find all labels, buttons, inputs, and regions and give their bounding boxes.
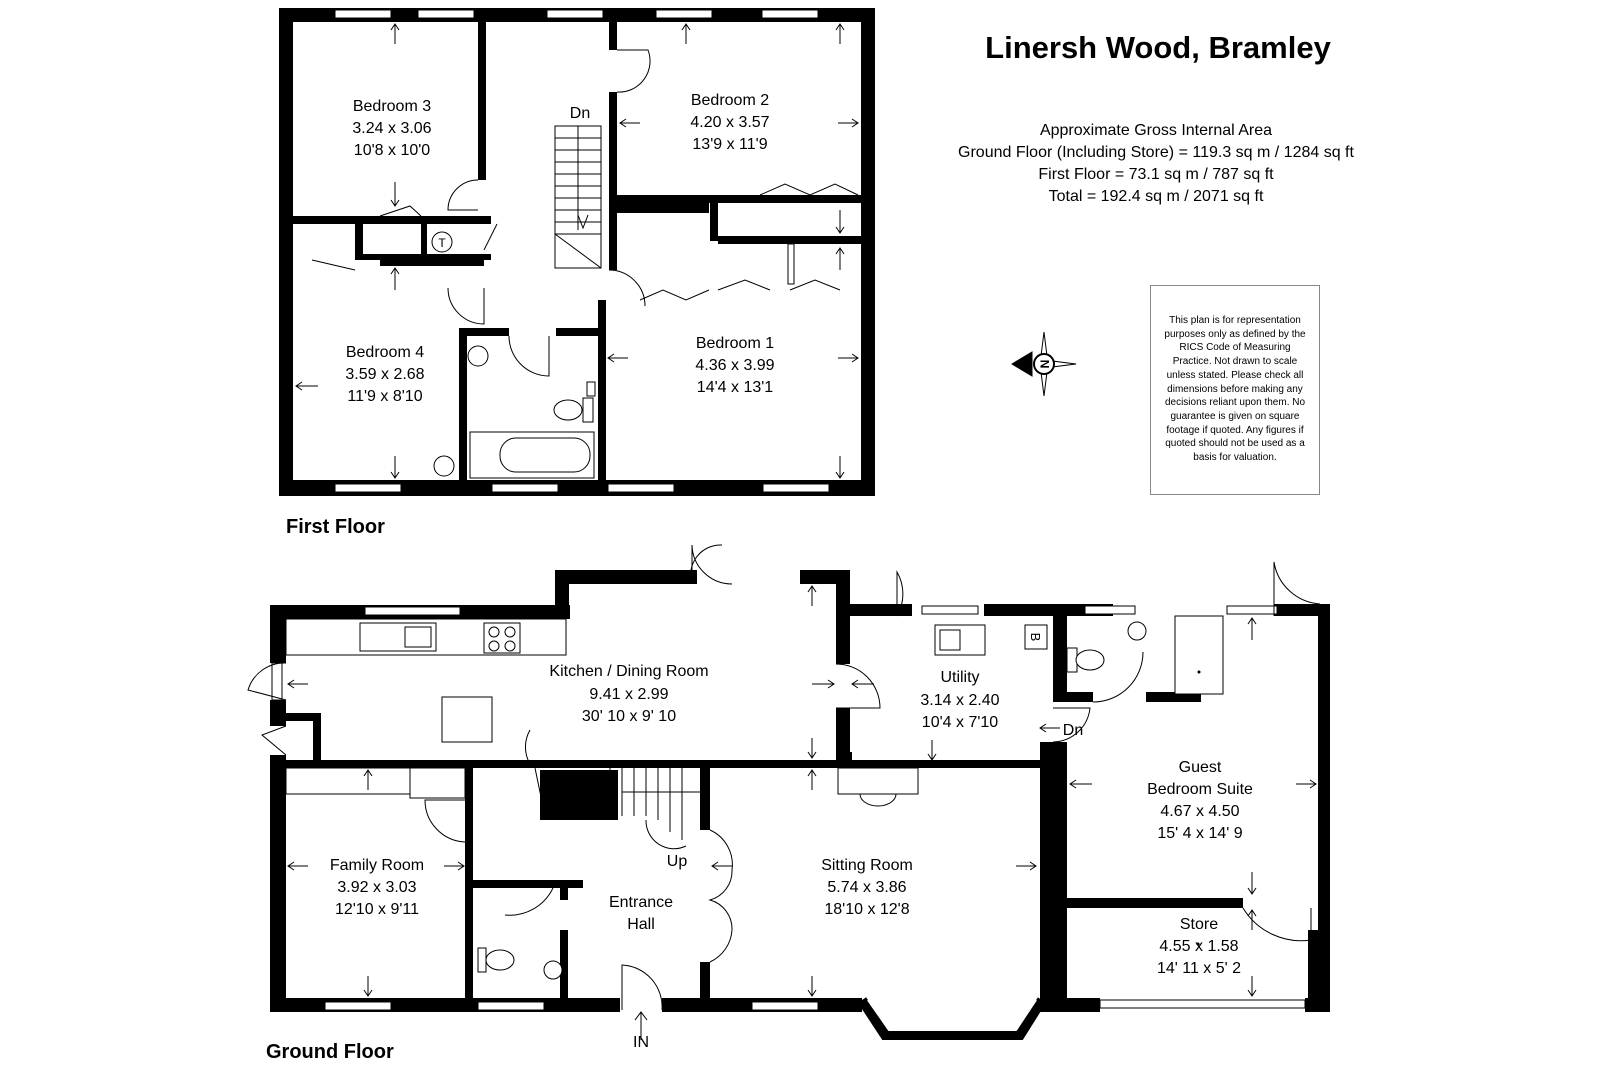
compass-icon: N: [1011, 331, 1077, 397]
first-floor-stairs-down-label: Dn: [570, 105, 590, 122]
area-ground-floor: Ground Floor (Including Store) = 119.3 s…: [958, 144, 1354, 161]
compass-north-label: N: [1038, 360, 1052, 369]
guest-name-line2: Bedroom Suite: [1147, 781, 1253, 798]
bedroom1-metric: 4.36 x 3.99: [695, 357, 774, 374]
property-title: Linersh Wood, Bramley: [985, 30, 1331, 65]
bedroom3-imperial: 10'8 x 10'0: [354, 142, 430, 159]
utility-metric: 3.14 x 2.40: [920, 692, 999, 709]
bedroom4-name: Bedroom 4: [346, 344, 424, 361]
sitting-room-metric: 5.74 x 3.86: [827, 879, 906, 896]
store-name: Store: [1180, 916, 1218, 933]
bedroom3-metric: 3.24 x 3.06: [352, 120, 431, 137]
bedroom4-metric: 3.59 x 2.68: [345, 366, 424, 383]
family-room-metric: 3.92 x 3.03: [337, 879, 416, 896]
sitting-room-name: Sitting Room: [821, 857, 913, 874]
bedroom1-name: Bedroom 1: [696, 335, 774, 352]
utility-imperial: 10'4 x 7'10: [922, 714, 998, 731]
water-tank-icon: [431, 231, 453, 253]
area-total: Total = 192.4 sq m / 2071 sq ft: [1049, 188, 1264, 205]
store-imperial: 14' 11 x 5' 2: [1157, 960, 1241, 977]
entrance-in-label: IN: [633, 1034, 649, 1051]
disclaimer-box: This plan is for representation purposes…: [1150, 285, 1320, 495]
guest-imperial: 15' 4 x 14' 9: [1157, 825, 1242, 842]
bedroom1-imperial: 14'4 x 13'1: [697, 379, 773, 396]
bedroom2-metric: 4.20 x 3.57: [690, 114, 769, 131]
tank-label: T: [438, 236, 446, 250]
utility-name: Utility: [940, 669, 979, 686]
guest-metric: 4.67 x 4.50: [1160, 803, 1239, 820]
kitchen-metric: 9.41 x 2.99: [589, 686, 668, 703]
ground-floor-plan: [247, 544, 1330, 1040]
kitchen-imperial: 30' 10 x 9' 10: [582, 708, 676, 725]
utility-stairs-down-label: Dn: [1063, 722, 1083, 739]
family-room-imperial: 12'10 x 9'11: [335, 901, 419, 918]
guest-name-line1: Guest: [1179, 759, 1222, 776]
stairs-up-label: Up: [667, 853, 688, 870]
first-floor-label: First Floor: [286, 516, 385, 538]
bedroom4-imperial: 11'9 x 8'10: [347, 388, 422, 405]
hall-name-line1: Entrance: [609, 894, 673, 911]
first-floor-plan: [279, 8, 875, 496]
kitchen-name: Kitchen / Dining Room: [549, 663, 708, 680]
area-first-floor: First Floor = 73.1 sq m / 787 sq ft: [1038, 166, 1274, 183]
hall-name-line2: Hall: [627, 916, 655, 933]
ground-floor-label: Ground Floor: [266, 1041, 394, 1063]
bedroom2-name: Bedroom 2: [691, 92, 769, 109]
bedroom2-imperial: 13'9 x 11'9: [692, 136, 767, 153]
store-metric: 4.55 x 1.58: [1159, 938, 1238, 955]
family-room-name: Family Room: [330, 857, 424, 874]
area-heading: Approximate Gross Internal Area: [1040, 122, 1272, 139]
boiler-label: B: [1028, 633, 1043, 642]
disclaimer-text: This plan is for representation purposes…: [1164, 315, 1306, 464]
bedroom3-name: Bedroom 3: [353, 98, 431, 115]
sitting-room-imperial: 18'10 x 12'8: [824, 901, 909, 918]
